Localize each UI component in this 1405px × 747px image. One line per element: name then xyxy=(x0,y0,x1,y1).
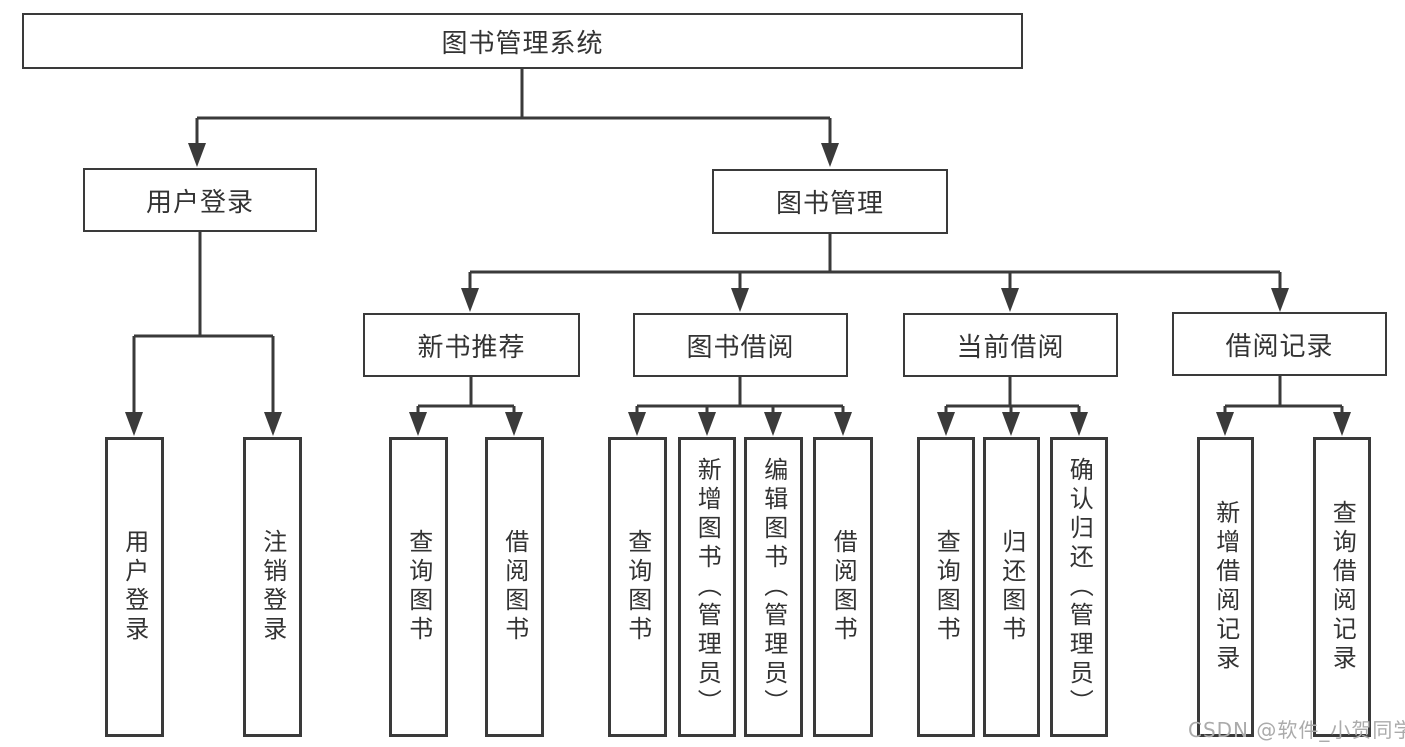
node-book-management-label: 图书管理 xyxy=(775,189,884,219)
node-book-borrow-label: 图书借阅 xyxy=(686,332,795,363)
leaf-borrow-query-books-label: 查询图书 xyxy=(623,529,652,645)
csdn-watermark: CSDN @软件_小贺同学 xyxy=(1188,718,1405,742)
node-root-library-system: 图书管理系统 xyxy=(22,13,1023,69)
node-user-login-label: 用户登录 xyxy=(145,187,254,218)
leaf-current-confirm-return-admin-label: 确认归还（管理员） xyxy=(1065,456,1094,718)
node-user-login: 用户登录 xyxy=(83,168,317,232)
leaf-logout-label: 注销登录 xyxy=(258,529,287,645)
connector-bookmgmt-to-level3 xyxy=(468,234,1282,291)
node-book-management: 图书管理 xyxy=(712,169,948,234)
leaf-records-query-record: 查询借阅记录 xyxy=(1313,437,1371,737)
leaf-current-return-books: 归还图书 xyxy=(983,437,1040,737)
leaf-user-login-label: 用户登录 xyxy=(120,529,149,645)
connector-records-to-leaves xyxy=(1223,375,1344,415)
arrowheads xyxy=(125,143,1351,436)
leaf-borrow-edit-books-admin: 编辑图书（管理员） xyxy=(744,437,803,737)
leaf-borrow-query-books: 查询图书 xyxy=(608,437,667,737)
node-borrow-records: 借阅记录 xyxy=(1172,312,1387,376)
leaf-borrow-borrow-books-label: 借阅图书 xyxy=(829,529,858,645)
connector-current-to-leaves xyxy=(944,377,1081,415)
leaf-recommend-borrow-books: 借阅图书 xyxy=(485,437,544,737)
leaf-user-login: 用户登录 xyxy=(105,437,164,737)
node-current-borrow: 当前借阅 xyxy=(903,313,1118,377)
leaf-borrow-add-books-admin: 新增图书（管理员） xyxy=(678,437,736,737)
leaf-records-query-record-label: 查询借阅记录 xyxy=(1328,500,1357,674)
node-new-book-recommend: 新书推荐 xyxy=(363,313,580,377)
leaf-records-add-record: 新增借阅记录 xyxy=(1197,437,1254,737)
node-book-borrow: 图书借阅 xyxy=(633,313,848,377)
leaf-borrow-borrow-books: 借阅图书 xyxy=(813,437,873,737)
connector-borrow-to-leaves xyxy=(635,377,845,415)
leaf-current-confirm-return-admin: 确认归还（管理员） xyxy=(1050,437,1108,737)
leaf-current-query-books-label: 查询图书 xyxy=(932,529,961,645)
leaf-current-return-books-label: 归还图书 xyxy=(997,529,1026,645)
connector-userlogin-to-leaves xyxy=(132,232,275,415)
node-borrow-records-label: 借阅记录 xyxy=(1225,331,1334,362)
connector-root-to-level2 xyxy=(195,69,832,146)
leaf-logout: 注销登录 xyxy=(243,437,302,737)
node-new-book-recommend-label: 新书推荐 xyxy=(417,332,526,363)
node-current-borrow-label: 当前借阅 xyxy=(956,332,1065,363)
node-root-label: 图书管理系统 xyxy=(441,28,604,59)
leaf-records-add-record-label: 新增借阅记录 xyxy=(1211,500,1240,674)
leaf-borrow-add-books-admin-label: 新增图书（管理员） xyxy=(693,456,722,718)
leaf-recommend-query-books: 查询图书 xyxy=(389,437,448,737)
leaf-current-query-books: 查询图书 xyxy=(917,437,975,737)
leaf-borrow-edit-books-admin-label: 编辑图书（管理员） xyxy=(759,456,788,718)
leaf-recommend-borrow-books-label: 借阅图书 xyxy=(500,529,529,645)
leaf-recommend-query-books-label: 查询图书 xyxy=(404,529,433,645)
connector-recommend-to-leaves xyxy=(416,377,516,415)
